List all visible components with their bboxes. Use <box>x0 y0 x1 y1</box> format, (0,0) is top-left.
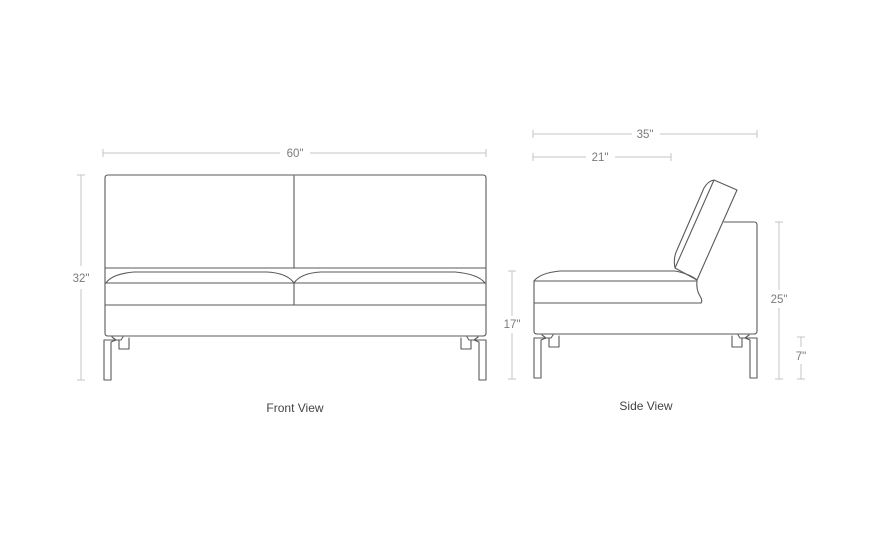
front-view-drawing: 60" 32" 17" <box>73 148 521 381</box>
front-width-dimension: 60" <box>102 148 487 160</box>
side-back-cushion <box>673 179 738 281</box>
front-seat-height-label: 17" <box>504 319 521 331</box>
front-height-dimension: 32" <box>73 174 90 381</box>
side-seat-depth-dimension: 21" <box>532 152 672 164</box>
front-width-label: 60" <box>287 148 304 160</box>
sofa-side-outline <box>533 179 758 335</box>
front-view-caption: Front View <box>266 401 324 415</box>
side-height-dimension: 25" <box>771 221 788 380</box>
sofa-front-outline <box>104 174 487 337</box>
seat-cushion-top <box>105 271 486 284</box>
side-view-drawing: 35" 21" 25" <box>532 129 806 380</box>
side-leg-height-label: 7" <box>796 351 806 363</box>
front-seat-height-dimension: 17" <box>504 270 521 380</box>
front-height-label: 32" <box>73 273 90 285</box>
front-right-leg <box>473 339 487 381</box>
side-depth-dimension: 35" <box>532 129 758 141</box>
side-front-leg <box>533 337 547 379</box>
side-view-caption: Side View <box>619 399 673 413</box>
back-cushions <box>104 174 487 269</box>
sofa-base <box>104 267 487 337</box>
side-height-label: 25" <box>771 294 788 306</box>
side-seat-cushion <box>533 270 698 304</box>
front-left-leg <box>103 339 117 381</box>
side-depth-label: 35" <box>637 129 654 141</box>
side-seat-depth-label: 21" <box>592 152 609 164</box>
front-legs <box>103 336 487 381</box>
side-back-leg <box>744 337 758 379</box>
side-leg-height-dimension: 7" <box>796 336 806 380</box>
side-legs <box>533 334 758 379</box>
side-frame <box>533 221 758 335</box>
